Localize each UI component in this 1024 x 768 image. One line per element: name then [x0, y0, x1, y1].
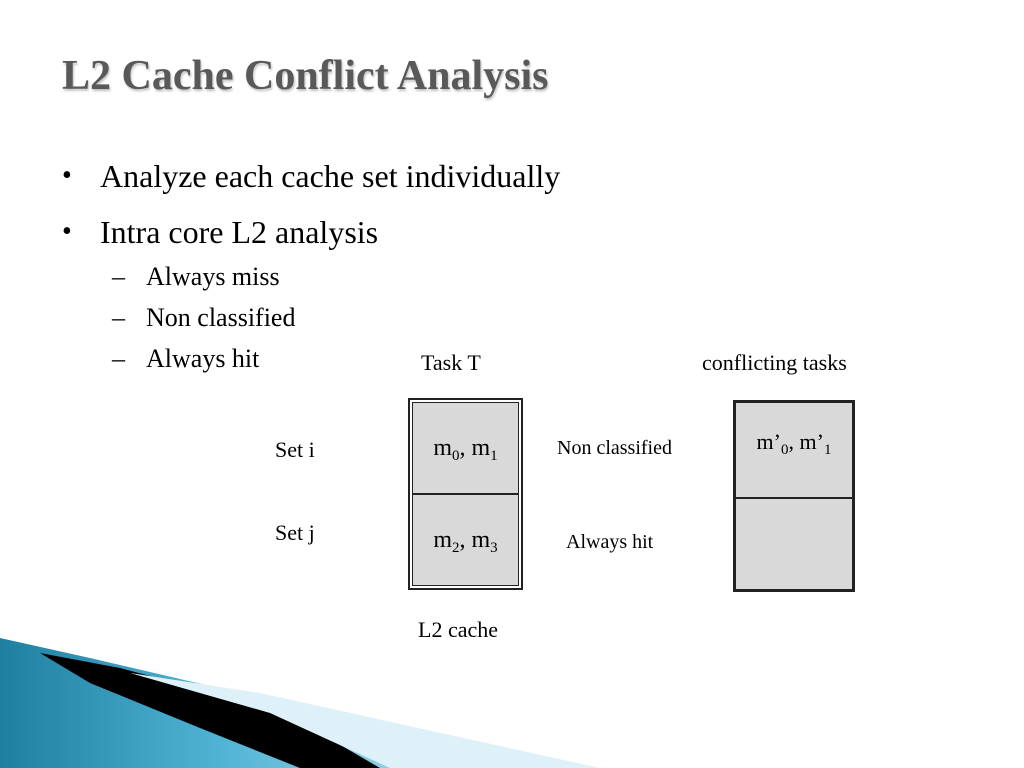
- dash-marker: –: [112, 344, 125, 373]
- conflict-set-i-cell: m’0, m’1: [735, 402, 853, 498]
- dash-marker: –: [112, 262, 125, 291]
- cell-text: m2, m3: [433, 526, 498, 556]
- cell-text: m0, m1: [433, 434, 498, 464]
- task-t-set-j-cell: m2, m3: [412, 494, 519, 586]
- sub-bullet-list: – Always miss – Non classified – Always …: [112, 262, 295, 385]
- classification-set-i: Non classified: [557, 437, 672, 459]
- sub-bullet-item: – Always hit: [112, 344, 295, 374]
- l2-cache-label: L2 cache: [418, 617, 498, 642]
- conflicting-tasks-label: conflicting tasks: [702, 350, 847, 375]
- sub-bullet-item: – Non classified: [112, 303, 295, 333]
- set-j-label: Set j: [275, 520, 315, 545]
- bullet-item: • Intra core L2 analysis: [62, 212, 560, 252]
- set-i-label: Set i: [275, 437, 315, 462]
- dash-marker: –: [112, 303, 125, 332]
- bullet-marker: •: [62, 160, 72, 191]
- sub-bullet-text: Always miss: [146, 262, 280, 291]
- slide-title: L2 Cache Conflict Analysis: [62, 53, 549, 99]
- task-t-cache: m0, m1 m2, m3: [408, 398, 523, 590]
- decorative-corner-swoosh: [0, 638, 600, 768]
- bullet-marker: •: [62, 216, 72, 247]
- sub-bullet-text: Always hit: [146, 344, 260, 373]
- bullet-list: • Analyze each cache set individually • …: [62, 156, 560, 268]
- conflict-set-j-cell: [735, 498, 853, 590]
- task-t-label: Task T: [421, 350, 481, 375]
- task-t-set-i-cell: m0, m1: [412, 402, 519, 494]
- bullet-text: Analyze each cache set individually: [100, 158, 561, 194]
- cell-text: m’0, m’1: [756, 429, 832, 458]
- sub-bullet-item: – Always miss: [112, 262, 295, 292]
- sub-bullet-text: Non classified: [146, 303, 296, 332]
- bullet-item: • Analyze each cache set individually: [62, 156, 560, 196]
- conflicting-tasks-cache: m’0, m’1: [733, 400, 855, 592]
- classification-set-j: Always hit: [566, 531, 654, 553]
- bullet-text: Intra core L2 analysis: [100, 214, 379, 250]
